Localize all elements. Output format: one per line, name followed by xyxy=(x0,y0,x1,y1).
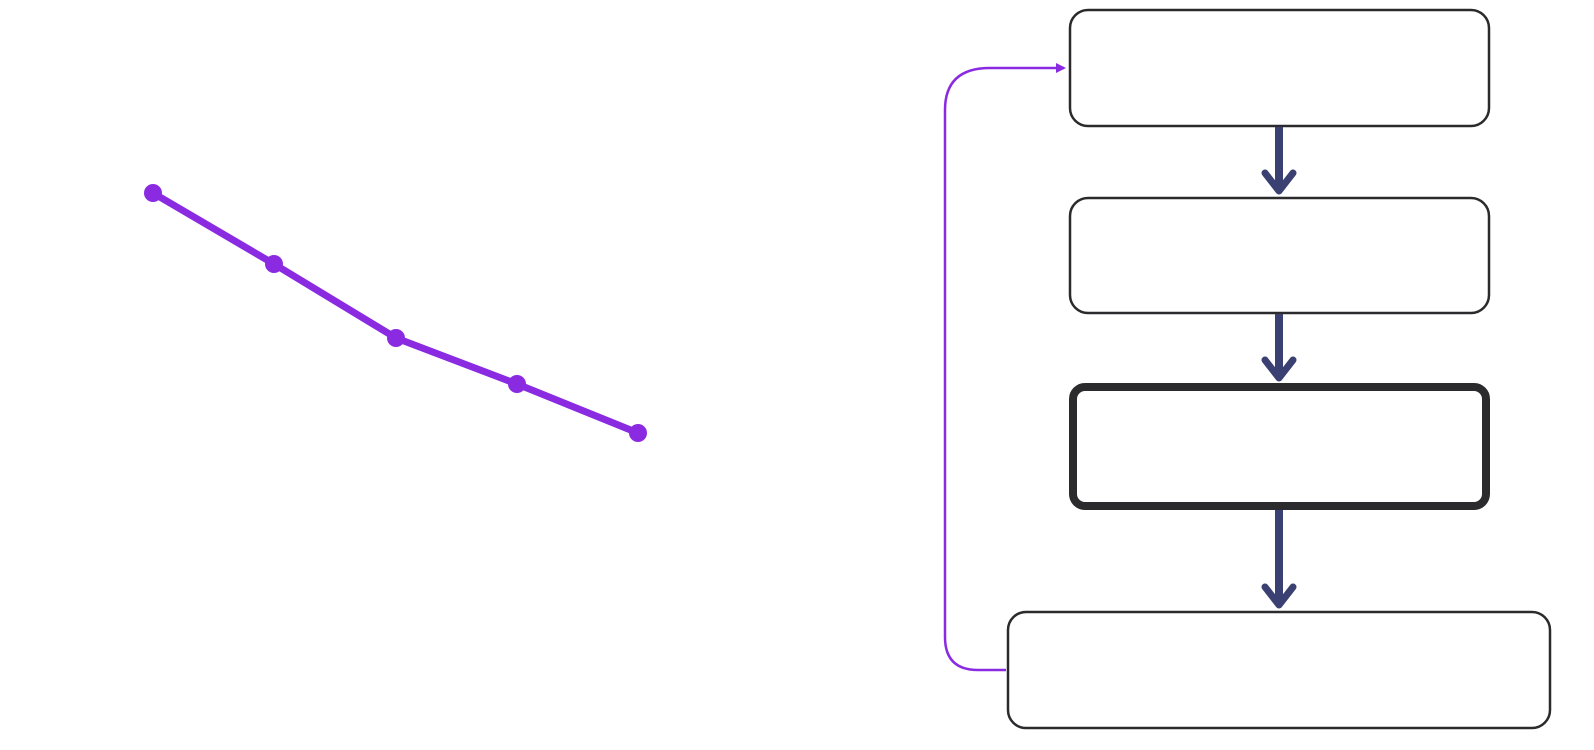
loop-back-arrow xyxy=(943,63,1066,672)
polyline-point xyxy=(387,329,405,347)
polyline-point xyxy=(508,375,526,393)
polyline-point xyxy=(629,424,647,442)
polyline-point xyxy=(144,184,162,202)
flowchart xyxy=(943,8,1552,730)
polyline-point xyxy=(265,255,283,273)
flow-arrow xyxy=(1261,314,1297,382)
flowchart-node-step-2[interactable] xyxy=(1068,196,1491,315)
flowchart-node-step-4[interactable] xyxy=(1006,610,1552,730)
polyline-graphic xyxy=(144,184,647,442)
polyline-segment xyxy=(151,189,640,437)
flow-arrow xyxy=(1261,127,1297,195)
flowchart-node-step-1[interactable] xyxy=(1068,8,1491,128)
flow-arrow xyxy=(1261,510,1297,609)
flowchart-node-step-3[interactable] xyxy=(1069,383,1490,510)
